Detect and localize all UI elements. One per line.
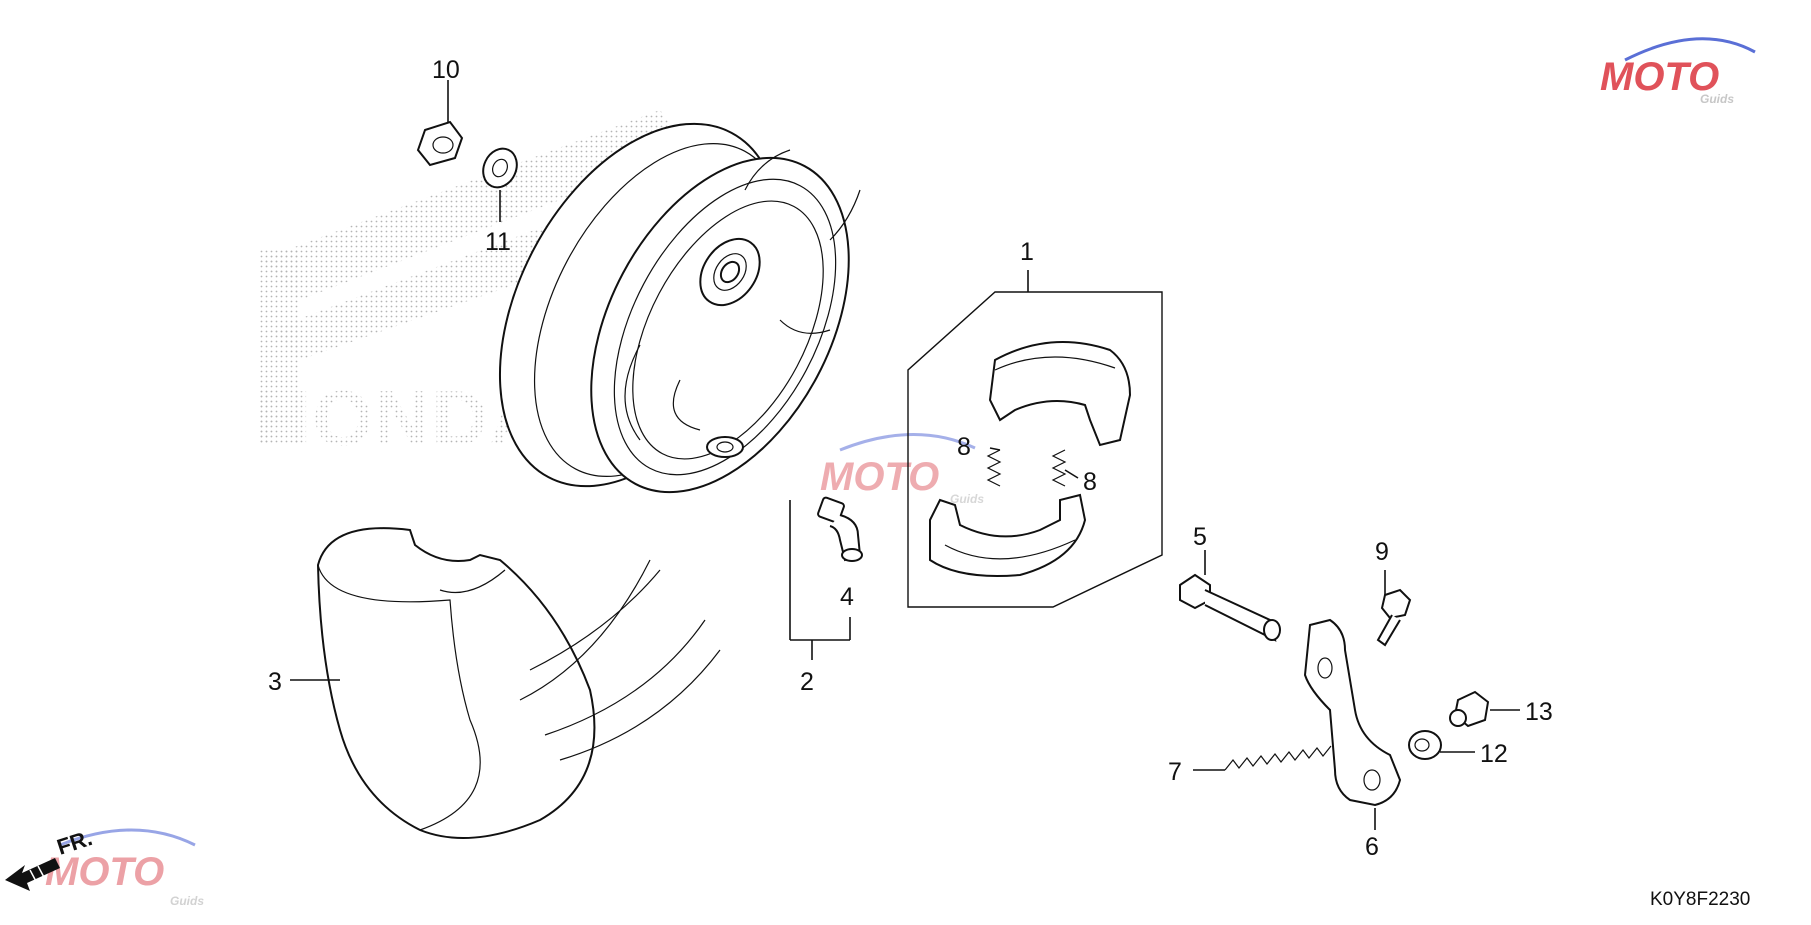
- callout-5: 5: [1193, 523, 1207, 551]
- wheel-rim: [498, 122, 861, 494]
- watermark-bottom: MOTO Guids: [45, 828, 204, 908]
- callout-8-left: 8: [957, 433, 971, 461]
- callout-9: 9: [1375, 538, 1389, 566]
- callout-labels: 1 2 3 4 5 6 7 8 8 9 10 11 12 13: [268, 56, 1553, 861]
- callout-3: 3: [268, 668, 282, 696]
- brake-cam-bolt: [1179, 573, 1281, 642]
- watermark-main: MOTO: [1600, 55, 1719, 99]
- brake-arm: [1303, 618, 1402, 807]
- watermark-sub: Guids: [950, 492, 984, 506]
- adjusting-collar: [1408, 730, 1442, 760]
- callout-11: 11: [485, 228, 511, 256]
- callout-10: 10: [432, 56, 460, 84]
- callout-2: 2: [800, 668, 814, 696]
- background-logo-text: HONDA: [255, 374, 545, 462]
- callout-8-right: 8: [1083, 468, 1097, 496]
- brake-shoe-lower: [929, 493, 1087, 577]
- watermark-main: MOTO: [45, 850, 164, 894]
- callout-1: 1: [1020, 238, 1034, 266]
- flange-nut: [416, 120, 464, 167]
- leader-lines: [290, 80, 1520, 830]
- callout-6: 6: [1365, 833, 1379, 861]
- watermark-main: MOTO: [820, 455, 939, 499]
- arm-bolt: [1376, 588, 1412, 647]
- callout-12: 12: [1480, 740, 1508, 768]
- diagram-code: K0Y8F2230: [1650, 889, 1750, 910]
- tire-valve: [817, 496, 863, 562]
- callout-4: 4: [840, 583, 854, 611]
- watermark-sub: Guids: [170, 894, 204, 908]
- tire: [316, 527, 721, 839]
- callout-7: 7: [1168, 758, 1182, 786]
- return-spring: [1224, 745, 1332, 771]
- adjusting-nut: [1449, 690, 1490, 728]
- brake-spring-right: [1051, 449, 1067, 487]
- callout-13: 13: [1525, 698, 1553, 726]
- brake-shoe-box: [907, 291, 1163, 608]
- brake-shoe-upper: [988, 341, 1132, 447]
- watermark-top: MOTO Guids: [1600, 37, 1756, 106]
- washer: [482, 147, 518, 189]
- background-logo: HONDA: [255, 110, 690, 462]
- brake-spring-left: [986, 449, 1002, 487]
- watermark-center: MOTO Guids: [820, 433, 984, 506]
- watermark-sub: Guids: [1700, 92, 1734, 106]
